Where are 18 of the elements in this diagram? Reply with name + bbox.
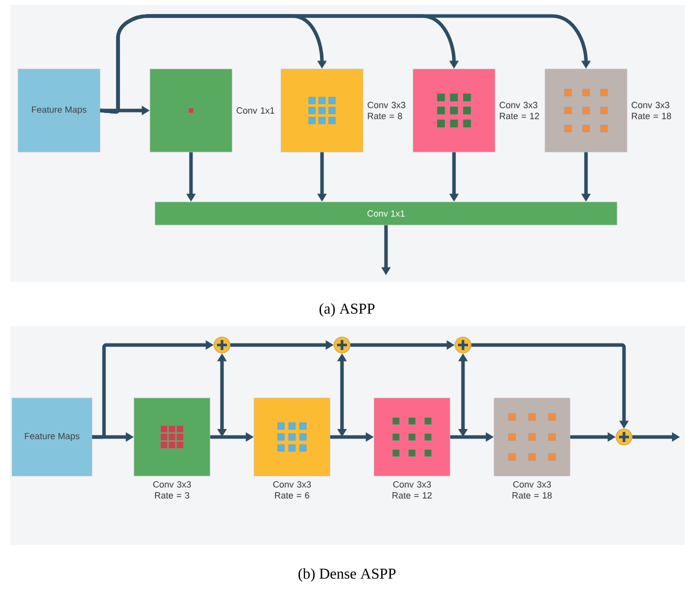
conv-bar: Conv 1x1 [154,202,618,226]
add-symbol [334,336,350,354]
box-caption: Conv 3x3 Rate = 18 [512,481,552,499]
add-symbol [454,336,472,354]
add-symbol [616,428,632,446]
arrow [100,14,591,114]
subfigure-caption: (b) Dense ASPP [298,568,396,582]
box-caption: Conv 3x3 Rate = 6 [273,481,311,499]
input-box: Feature Maps [12,398,92,476]
box-caption: Conv 3x3 Rate = 12 [500,102,539,120]
subfigure-caption: (a) ASPP [320,303,375,317]
box-caption: Conv 3x3 Rate = 8 [368,102,406,120]
box-caption: Conv 1x1 [236,107,274,114]
box-caption: Conv 3x3 Rate = 3 [153,481,191,499]
box-caption: Conv 3x3 Rate = 12 [392,481,432,499]
add-symbol [214,336,230,354]
box-caption: Conv 3x3 Rate = 18 [632,102,672,120]
input-box: Feature Maps [18,68,100,152]
